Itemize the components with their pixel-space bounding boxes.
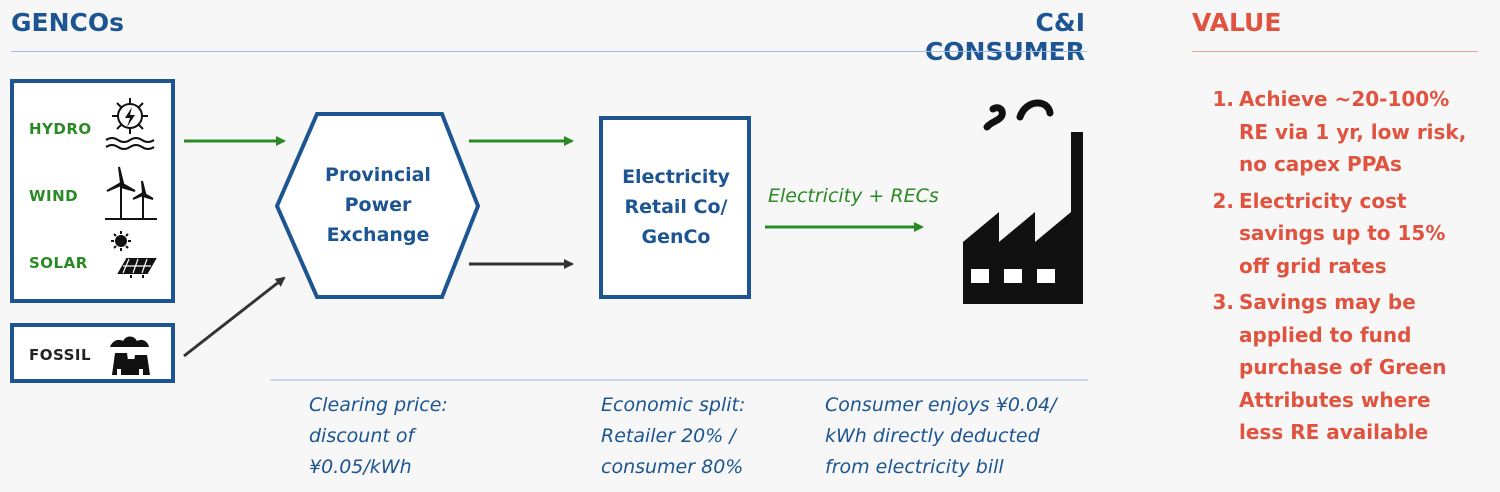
- solar-icon: [111, 231, 157, 278]
- exchange-hexagon: [274, 112, 481, 299]
- retail-box: [599, 116, 751, 299]
- value-item-number: 1.: [1212, 87, 1234, 111]
- value-item-line: purchase of Green: [1239, 355, 1447, 379]
- note-split-line-2: Retailer 20% /: [601, 425, 736, 447]
- header-divider: [11, 51, 1087, 52]
- value-item: 2. Electricity cost savings up to 15% of…: [1204, 185, 1494, 283]
- value-item-number: 3.: [1212, 290, 1234, 314]
- fossil-plant-icon: [110, 336, 150, 375]
- wind-label: WIND: [29, 187, 79, 205]
- note-split-line-3: consumer 80%: [601, 456, 744, 478]
- fossil-label: FOSSIL: [29, 346, 92, 364]
- note-split: Economic split: Retailer 20% / consumer …: [601, 390, 745, 483]
- hydro-label: HYDRO: [29, 120, 92, 138]
- note-clearing: Clearing price: discount of ¥0.05/kWh: [309, 390, 448, 483]
- heading-gencos: GENCOs: [11, 8, 125, 37]
- arrow-fossil-to-exchange: [183, 276, 286, 358]
- note-consumer-line-2: kWh directly deducted: [825, 425, 1040, 447]
- retail-label: Electricity Retail Co/ GenCo: [603, 162, 749, 252]
- heading-value: VALUE: [1192, 8, 1282, 37]
- value-list: 1. Achieve ~20-100% RE via 1 yr, low ris…: [1204, 83, 1494, 453]
- value-item-line: applied to fund: [1239, 322, 1412, 347]
- value-item-line: RE via 1 yr, low risk,: [1239, 119, 1467, 144]
- value-divider: [1192, 51, 1478, 52]
- flow-label: Electricity + RECs: [768, 185, 939, 207]
- factory-icon: [963, 99, 1083, 304]
- value-item: 3. Savings may be applied to fund purcha…: [1204, 286, 1494, 449]
- exchange-label: Provincial Power Exchange: [297, 160, 459, 250]
- note-clearing-line-1: Clearing price:: [309, 394, 448, 416]
- note-consumer-line-3: from electricity bill: [825, 456, 1004, 478]
- retail-line-1: Electricity: [622, 166, 730, 188]
- value-item-line: Electricity cost: [1239, 188, 1407, 213]
- value-item-number: 2.: [1212, 188, 1234, 213]
- value-item-line: off grid rates: [1239, 253, 1387, 278]
- note-clearing-line-2: discount of: [309, 425, 415, 447]
- retail-line-3: GenCo: [641, 226, 711, 248]
- value-item-line: Achieve ~20-100%: [1239, 87, 1450, 111]
- exchange-line-2: Power: [344, 194, 412, 216]
- exchange-line-3: Exchange: [326, 224, 430, 246]
- value-item: 1. Achieve ~20-100% RE via 1 yr, low ris…: [1204, 83, 1494, 181]
- wind-turbine-icon: [105, 166, 157, 220]
- value-item-line: Attributes where: [1239, 387, 1431, 412]
- note-split-line-1: Economic split:: [601, 394, 746, 416]
- note-clearing-line-3: ¥0.05/kWh: [309, 456, 412, 478]
- value-item-line: Savings may be: [1239, 290, 1416, 314]
- hydro-icon: [105, 98, 155, 150]
- value-item-line: savings up to 15%: [1239, 221, 1446, 245]
- solar-label: SOLAR: [29, 254, 88, 272]
- value-item-line: less RE available: [1239, 420, 1429, 444]
- exchange-line-1: Provincial: [325, 164, 431, 186]
- value-item-line: no capex PPAs: [1239, 152, 1402, 176]
- note-consumer: Consumer enjoys ¥0.04/ kWh directly dedu…: [825, 390, 1057, 483]
- retail-line-2: Retail Co/: [624, 196, 728, 218]
- note-consumer-line-1: Consumer enjoys ¥0.04/: [825, 394, 1057, 416]
